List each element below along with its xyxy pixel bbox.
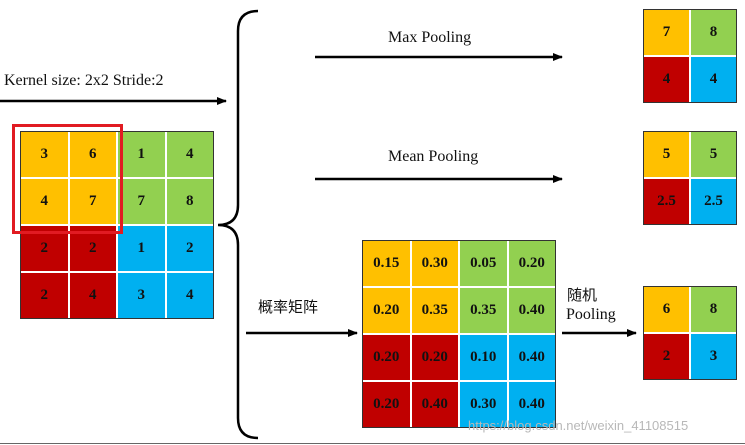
random-pool-output-cell: 6 [643,286,690,333]
prob-matrix-cell: 0.10 [459,334,508,381]
mean-pooling-label: Mean Pooling [388,148,479,165]
random-pool-output-cell: 3 [690,333,737,380]
input-matrix-cell: 1 [117,131,166,178]
prob-matrix-cell: 0.20 [362,287,411,334]
input-matrix-cell: 2 [165,225,214,272]
max-pool-output-cell: 4 [690,56,737,103]
prob-matrix-cell: 0.05 [459,240,508,287]
input-matrix-cell: 7 [117,178,166,225]
input-matrix-cell: 6 [68,131,117,178]
input-matrix-cell: 2 [20,272,69,319]
input-matrix-cell: 7 [68,178,117,225]
prob-matrix-cell: 0.30 [410,240,459,287]
input-matrix-cell: 8 [165,178,214,225]
prob-matrix-cell: 0.40 [507,287,556,334]
kernel-window [12,124,123,234]
max-pool-output-cell: 8 [690,9,737,56]
watermark: https://blog.csdn.net/weixin_41108515 [468,418,689,433]
prob-matrix-cell: 0.35 [459,287,508,334]
prob-matrix-label: 概率矩阵 [258,298,319,316]
bottom-rule [0,443,745,444]
prob-matrix-cell: 0.40 [507,334,556,381]
input-matrix-cell: 1 [117,225,166,272]
mean-pool-output-cell: 5 [643,131,690,178]
random-pooling-label-line1: 随机 [567,286,598,304]
prob-matrix-cell: 0.20 [362,381,411,428]
kernel-label: Kernel size: 2x2 Stride:2 [4,72,164,89]
mean-pool-output-cell: 5 [690,131,737,178]
max-pooling-label: Max Pooling [388,29,472,46]
prob-matrix-cell: 0.15 [362,240,411,287]
prob-matrix-cell: 0.20 [362,334,411,381]
mean-pool-output-cell: 2.5 [643,178,690,225]
max-pool-output-cell: 7 [643,9,690,56]
input-matrix-cell: 4 [165,272,214,319]
input-matrix-cell: 4 [68,272,117,319]
random-pooling-label-line2: Pooling [566,306,616,323]
max-pool-output-cell: 4 [643,56,690,103]
random-pool-output-cell: 2 [643,333,690,380]
prob-matrix-cell: 0.30 [459,381,508,428]
input-matrix-cell: 4 [165,131,214,178]
brace [217,9,259,440]
prob-matrix-cell: 0.35 [410,287,459,334]
prob-matrix-cell: 0.20 [410,334,459,381]
prob-matrix-cell: 0.40 [410,381,459,428]
input-matrix-cell: 3 [117,272,166,319]
random-pool-output-cell: 8 [690,286,737,333]
prob-matrix-cell: 0.20 [507,240,556,287]
mean-pool-output-cell: 2.5 [690,178,737,225]
